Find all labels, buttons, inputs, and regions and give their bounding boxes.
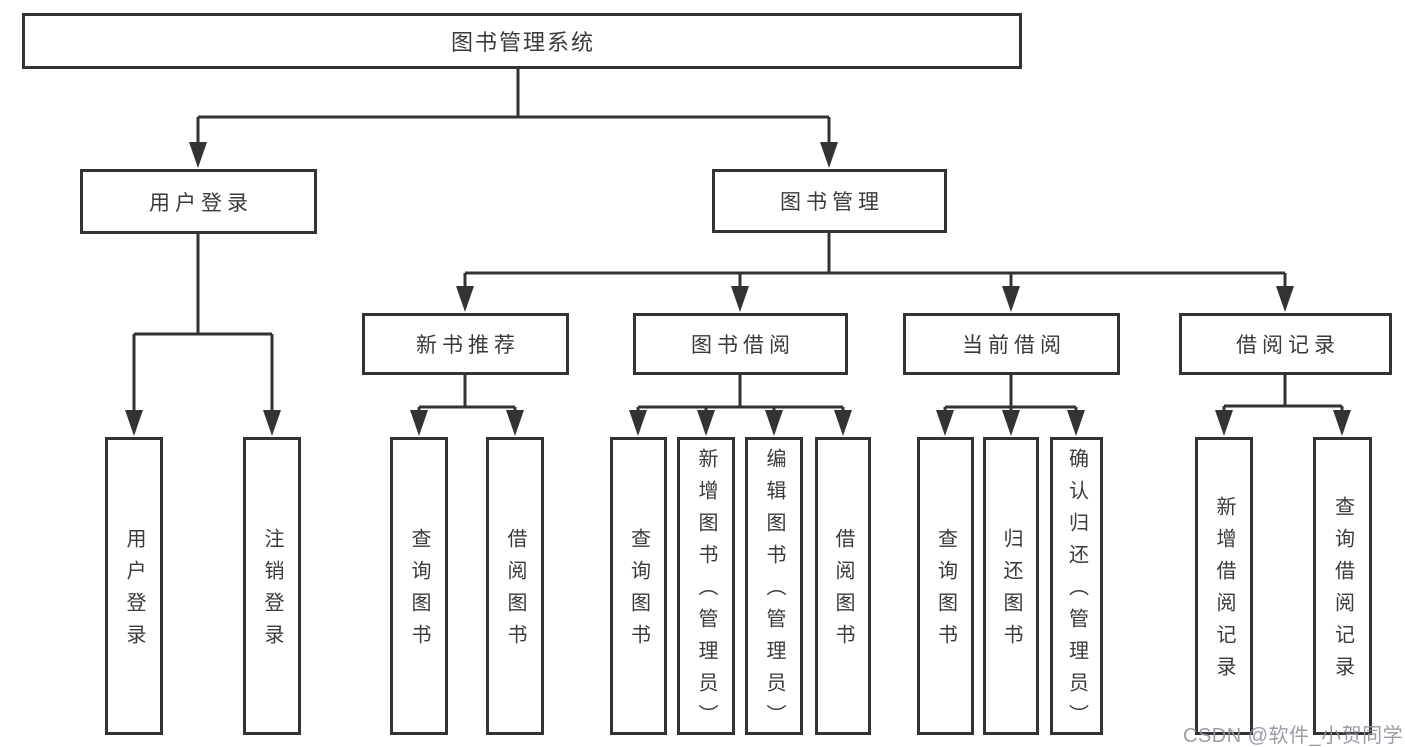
- node-user-login: 用户登录: [80, 169, 317, 234]
- arrowhead-book-borrowing: [731, 286, 749, 312]
- connector-borrow-to-leaves: [636, 375, 845, 412]
- leaf-query-books-current: 查询图书: [917, 437, 974, 735]
- arrowhead-user-login: [189, 142, 207, 168]
- arrowhead-leaf-borrow-books-1: [506, 410, 524, 436]
- leaf-confirm-return-admin: 确认归还（管理员）: [1050, 437, 1103, 736]
- connector-bookmgmt-to-level3: [463, 233, 1287, 290]
- leaf-return-books: 归还图书: [983, 437, 1039, 735]
- leaf-borrow-books-newrec: 借阅图书: [486, 437, 544, 735]
- leaf-borrow-books-borrow: 借阅图书: [815, 437, 871, 735]
- arrowhead-leaf-query-books-1: [410, 410, 428, 436]
- connector-userlogin-to-leaves: [132, 234, 274, 412]
- leaf-add-book-admin: 新增图书（管理员）: [677, 437, 735, 736]
- watermark: CSDN @软件_小贺同学: [1183, 725, 1404, 747]
- node-borrowing-records: 借阅记录: [1179, 313, 1392, 375]
- arrowhead-leaf-query-record: [1333, 410, 1351, 436]
- leaf-add-book-admin-label: 新增图书（管理员）: [695, 448, 717, 736]
- arrowhead-new-book-recommend: [456, 286, 474, 312]
- node-current-borrowing: 当前借阅: [903, 313, 1120, 375]
- leaf-query-borrow-record-label: 查询借阅记录: [1331, 496, 1354, 688]
- arrowhead-borrowing-records: [1276, 286, 1294, 312]
- leaf-add-borrow-record: 新增借阅记录: [1195, 437, 1253, 735]
- arrowhead-leaf-edit-book: [765, 410, 783, 436]
- arrowhead-leaf-query-books-3: [936, 410, 954, 436]
- leaf-logout-label: 注销登录: [261, 528, 283, 656]
- arrowhead-current-borrowing: [1002, 286, 1020, 312]
- arrowhead-leaf-add-book: [697, 410, 715, 436]
- leaf-query-books-newrec: 查询图书: [390, 437, 448, 735]
- arrowhead-leaf-query-books-2: [629, 410, 647, 436]
- arrowhead-leaf-borrow-books-2: [834, 410, 852, 436]
- leaf-borrow-books-borrow-label: 借阅图书: [832, 528, 854, 656]
- node-book-borrowing: 图书借阅: [633, 313, 848, 375]
- arrowhead-leaf-return-books: [1002, 410, 1020, 436]
- leaf-logout: 注销登录: [243, 437, 301, 735]
- connector-records-to-leaves: [1222, 375, 1344, 412]
- leaf-edit-book-admin-label: 编辑图书（管理员）: [763, 448, 785, 736]
- leaf-query-books-borrow: 查询图书: [610, 437, 667, 735]
- node-new-book-recommend: 新书推荐: [362, 313, 569, 375]
- connector-newrec-to-leaves: [417, 375, 517, 412]
- arrowhead-leaf-add-record: [1215, 410, 1233, 436]
- leaf-edit-book-admin: 编辑图书（管理员）: [745, 437, 803, 736]
- node-book-management: 图书管理: [712, 169, 947, 233]
- leaf-query-borrow-record: 查询借阅记录: [1313, 437, 1372, 735]
- leaf-query-books-newrec-label: 查询图书: [408, 528, 430, 656]
- leaf-add-borrow-record-label: 新增借阅记录: [1213, 496, 1235, 688]
- arrowhead-leaf-logout: [263, 410, 281, 436]
- leaf-query-books-current-label: 查询图书: [934, 528, 957, 656]
- connector-root-to-level2: [196, 68, 831, 144]
- leaf-confirm-return-admin-label: 确认归还（管理员）: [1065, 448, 1088, 736]
- arrowhead-leaf-user-login: [125, 410, 143, 436]
- leaf-borrow-books-newrec-label: 借阅图书: [504, 528, 526, 656]
- leaf-query-books-borrow-label: 查询图书: [627, 528, 650, 656]
- node-library-system: 图书管理系统: [22, 13, 1022, 69]
- arrowhead-book-management: [820, 142, 838, 168]
- leaf-user-login-label: 用户登录: [123, 528, 145, 656]
- leaf-return-books-label: 归还图书: [1000, 528, 1022, 656]
- arrowhead-leaf-confirm-return: [1067, 410, 1085, 436]
- connector-current-to-leaves: [943, 375, 1078, 412]
- leaf-user-login: 用户登录: [105, 437, 163, 735]
